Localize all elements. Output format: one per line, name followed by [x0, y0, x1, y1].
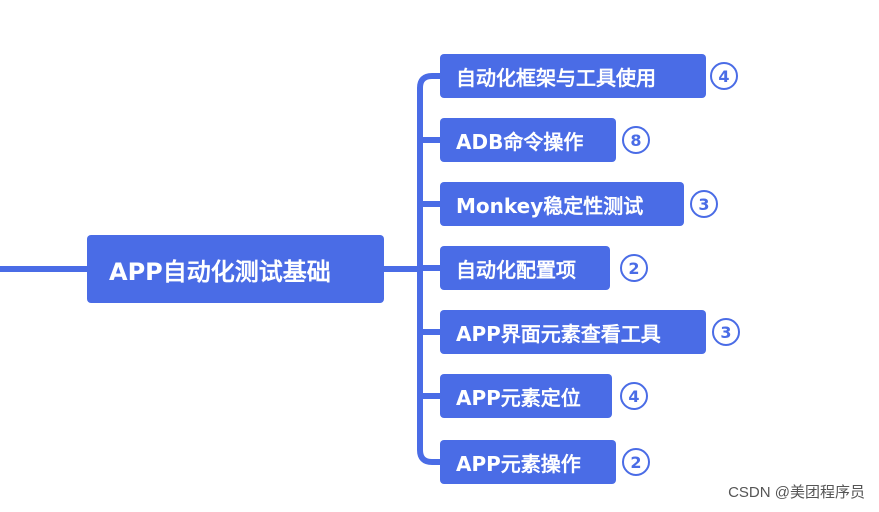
child-count-badge: 4 [710, 62, 738, 90]
child-node-config-items[interactable]: 自动化配置项 [440, 246, 610, 290]
child-count-badge: 3 [690, 190, 718, 218]
child-count-badge: 2 [622, 448, 650, 476]
child-node-adb-commands[interactable]: ADB命令操作 [440, 118, 616, 162]
child-count-badge: 4 [620, 382, 648, 410]
child-node-framework-tools[interactable]: 自动化框架与工具使用 [440, 54, 706, 98]
child-node-element-inspector[interactable]: APP界面元素查看工具 [440, 310, 706, 354]
child-node-element-locating[interactable]: APP元素定位 [440, 374, 612, 418]
root-node[interactable]: APP自动化测试基础 [87, 235, 384, 303]
child-node-element-operations[interactable]: APP元素操作 [440, 440, 616, 484]
child-count-badge: 2 [620, 254, 648, 282]
child-node-monkey-testing[interactable]: Monkey稳定性测试 [440, 182, 684, 226]
child-count-badge: 8 [622, 126, 650, 154]
watermark-text: CSDN @美团程序员 [728, 484, 865, 501]
child-count-badge: 3 [712, 318, 740, 346]
